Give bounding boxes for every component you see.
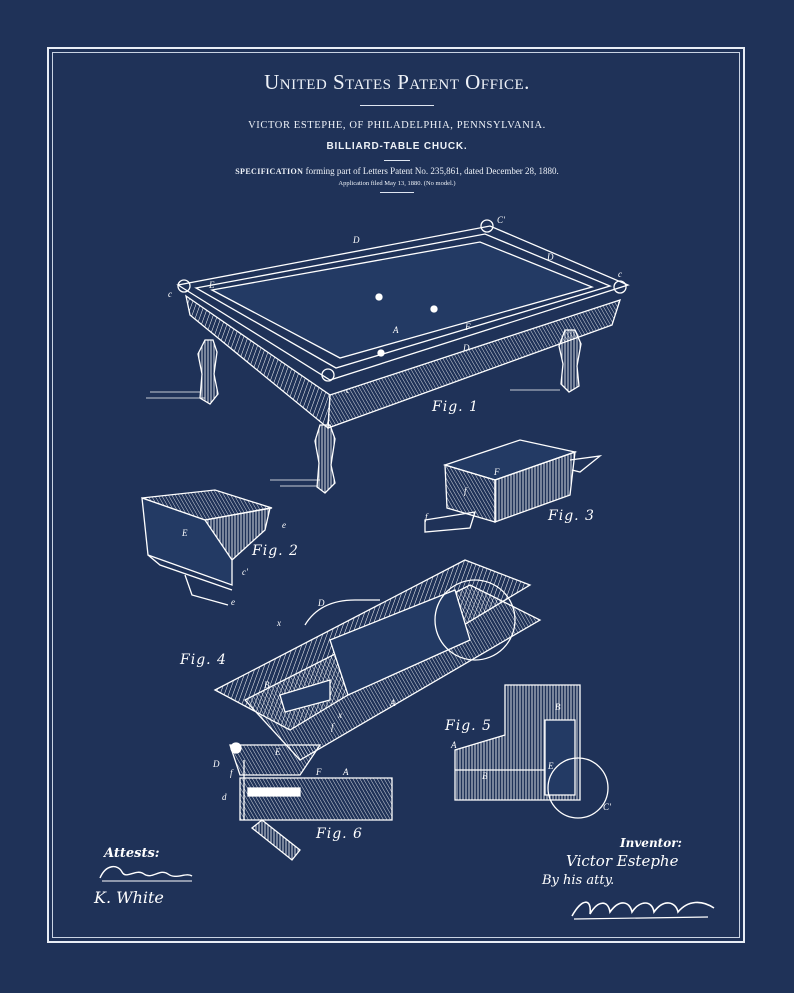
letter-f-lower-fig4: f — [331, 722, 335, 732]
letter-a-fig4: A — [389, 698, 396, 708]
letter-e-fig1: E — [208, 280, 215, 290]
attorney-signature-image — [571, 901, 715, 920]
inventor-heading: Inventor: — [620, 836, 682, 850]
fig5-corner-section — [454, 684, 609, 819]
invention-title: BILLIARD-TABLE CHUCK. — [326, 141, 468, 152]
fig4-cushion-section — [213, 559, 542, 761]
by-attorney: By his atty. — [542, 873, 615, 888]
letter-f-lower-fig6: f — [230, 768, 234, 778]
inner-border — [52, 52, 740, 938]
letter-a-fig1: A — [392, 325, 399, 335]
letter-f-lower-fig3: f — [464, 486, 468, 496]
letter-f-fig1: F — [464, 322, 471, 332]
letter-d-right: D — [546, 252, 554, 262]
letter-e-fig2: E — [181, 528, 188, 538]
fig2-label: Fig. 2 — [251, 543, 299, 559]
fig6-label: Fig. 6 — [315, 826, 363, 842]
letter-d-fig6: D — [212, 759, 220, 769]
letter-c-lower: c — [168, 289, 172, 299]
spec-lead: SPECIFICATION — [235, 167, 304, 176]
letter-b-fig4: B — [264, 680, 270, 690]
fig3-chuck-block — [424, 439, 603, 533]
title-rule — [360, 105, 434, 106]
outer-border — [47, 47, 745, 943]
fig5-label: Fig. 5 — [444, 718, 492, 734]
filed-rule — [380, 192, 414, 193]
letter-f-lower-fig3b: f — [425, 512, 429, 522]
letter-e-fig6: E — [274, 747, 281, 757]
letter-f-fig3: F — [493, 467, 500, 477]
letter-x-fig4: x — [276, 618, 281, 628]
letter-f-fig6: F — [315, 767, 322, 777]
letter-b-fig5b: B — [482, 771, 488, 781]
inventor-line: VICTOR ESTEPHE, OF PHILADELPHIA, PENNSYL… — [248, 120, 546, 131]
letter-c-prime-fig5: C' — [603, 802, 612, 812]
letter-c-prime: C' — [497, 215, 506, 225]
filed-line: Application filed May 13, 1880. (No mode… — [338, 180, 456, 187]
fig1-label: Fig. 1 — [431, 399, 479, 415]
letter-c-prime-fig2: c' — [242, 567, 249, 577]
fig1-billiard-table — [146, 219, 630, 494]
subtitle-rule — [384, 160, 410, 161]
letter-b-fig5: B — [555, 702, 561, 712]
spec-rest: forming part of Letters Patent No. 235,8… — [305, 166, 559, 176]
letter-d-fig1: D — [462, 343, 470, 353]
witness-2-signature: K. White — [94, 888, 164, 907]
letter-c-fig1: c — [346, 385, 350, 395]
specification-line: SPECIFICATION forming part of Letters Pa… — [0, 166, 794, 176]
letter-e-fig5: E — [547, 761, 554, 771]
fig4-label: Fig. 4 — [179, 652, 227, 668]
fig2-corner-block — [141, 489, 273, 606]
letter-c-right: c — [618, 269, 622, 279]
letter-e-lower-fig2b: e — [231, 597, 235, 607]
letter-a-fig5: A — [450, 740, 457, 750]
inventor-signature: Victor Estephe — [566, 852, 679, 870]
letter-a-fig6: A — [342, 767, 349, 777]
witness-1-signature-image — [99, 865, 193, 882]
letter-x-fig4b: x — [337, 710, 342, 720]
letter-e-lower-fig2: e — [282, 520, 286, 530]
fig6-cross-section — [229, 742, 393, 861]
patent-office-title: United States Patent Office. — [264, 70, 530, 94]
letter-d-fig4: D — [317, 598, 325, 608]
letter-d-lower-fig6: d — [222, 792, 227, 802]
letter-d: D — [352, 235, 360, 245]
fig3-label: Fig. 3 — [547, 508, 595, 524]
attests-heading: Attests: — [104, 846, 160, 861]
